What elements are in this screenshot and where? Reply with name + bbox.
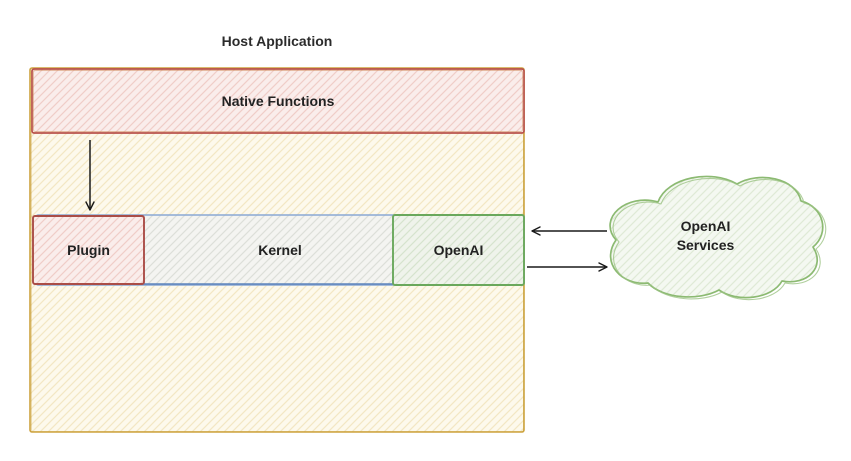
openai-box — [392, 214, 525, 286]
openai-services-cloud-sketch-stroke — [612, 177, 827, 301]
diagram-title: Host Application — [221, 33, 333, 49]
native-functions-box — [31, 68, 525, 134]
native-functions-box-sketch-stroke — [33, 70, 523, 132]
plugin-box — [32, 215, 145, 285]
openai-services-cloud — [609, 175, 824, 299]
